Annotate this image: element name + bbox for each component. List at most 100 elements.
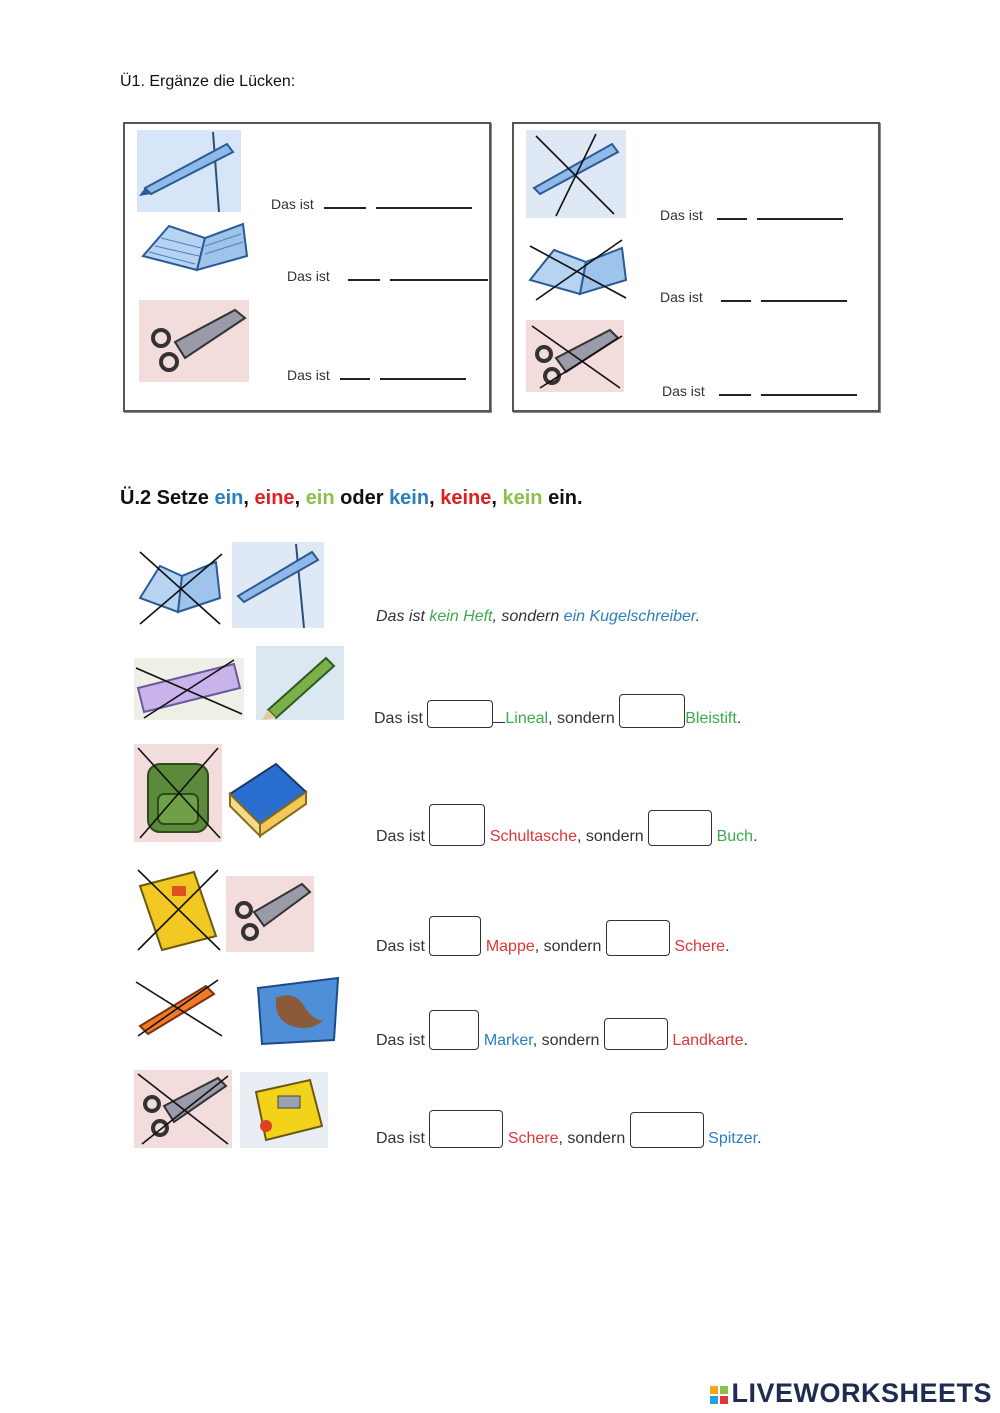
folder-crossed-image <box>137 869 221 952</box>
das-ist-text: Das ist <box>374 710 423 727</box>
answer-box[interactable] <box>603 1018 668 1050</box>
answer-blank[interactable] <box>323 193 366 209</box>
answer-box[interactable] <box>427 700 494 728</box>
scissors-image <box>226 876 314 952</box>
exercise-row-1: Das ist Lineal, sondern Bleistift. <box>374 694 741 728</box>
title-word-keine: keine <box>440 487 492 509</box>
das-ist-text: Das ist <box>376 938 425 955</box>
notebook-image <box>141 222 249 272</box>
answer-blank[interactable] <box>756 204 843 220</box>
exercise-row-5: Das ist Schere, sondern Spitzer. <box>376 1110 762 1148</box>
exercise-row-4: Das ist Marker, sondern Landkarte. <box>376 1010 748 1050</box>
sondern-text: , sondern <box>534 938 602 955</box>
exercise-row-3: Das ist Mappe, sondern Schere. <box>376 916 730 956</box>
title-suffix: ein. <box>548 487 583 509</box>
answer-blank[interactable] <box>716 204 747 220</box>
sharpener-image <box>240 1072 328 1148</box>
noun-lineal: Lineal <box>505 710 549 727</box>
scissors-image <box>139 300 249 382</box>
logo-text: LIVEWORKSHEETS <box>731 1378 992 1408</box>
sondern-text: , sondern <box>548 710 615 727</box>
answer-blank[interactable] <box>389 265 488 281</box>
example-ein-kugelschreiber: ein Kugelschreiber <box>563 608 696 625</box>
answer-blank[interactable] <box>720 286 751 302</box>
example-sondern: , sondern <box>492 608 560 625</box>
notebook-crossed-image <box>138 551 223 625</box>
das-ist-text: Das ist <box>271 196 314 212</box>
answer-blank[interactable] <box>339 364 370 380</box>
title-comma: , <box>429 487 435 509</box>
noun-schere: Schere <box>507 1130 559 1147</box>
answer-box[interactable] <box>619 694 686 728</box>
das-ist-label: Das ist <box>660 286 847 305</box>
book-image <box>228 762 308 839</box>
answer-box[interactable] <box>429 916 482 956</box>
answer-blank[interactable] <box>379 364 466 380</box>
das-ist-label: Das ist <box>287 364 466 383</box>
example-kein-heft: kein Heft <box>429 608 493 625</box>
das-ist-label: Das ist <box>660 204 843 223</box>
period: . <box>757 1130 762 1147</box>
marker-crossed-image <box>135 979 223 1037</box>
das-ist-text: Das ist <box>376 828 425 845</box>
answer-blank[interactable] <box>760 380 857 396</box>
noun-spitzer: Spitzer <box>708 1130 758 1147</box>
answer-underline <box>493 710 506 723</box>
das-ist-text: Das ist <box>287 268 330 284</box>
title-comma: , <box>491 487 497 509</box>
period: . <box>725 938 730 955</box>
noun-mappe: Mappe <box>485 938 535 955</box>
title-comma: , <box>243 487 249 509</box>
sondern-text: , sondern <box>532 1032 600 1049</box>
exercise-1-right-panel: Das ist Das ist Das ist <box>512 122 880 412</box>
das-ist-label: Das ist <box>271 193 472 212</box>
das-ist-text: Das ist <box>660 207 703 223</box>
das-ist-text: Das ist <box>287 367 330 383</box>
exercise-1-left-panel: Das ist Das ist Das ist <box>123 122 491 412</box>
title-oder: oder <box>340 487 384 509</box>
title-word-ein: ein <box>214 487 244 509</box>
pen-image <box>232 542 324 628</box>
title-prefix: Ü.2 Setze <box>120 487 209 509</box>
exercise-2-title: Ü.2 Setze ein, eine, ein oder kein, kein… <box>120 487 583 510</box>
answer-blank[interactable] <box>347 265 380 281</box>
logo-icon <box>709 1385 731 1405</box>
title-comma: , <box>294 487 301 509</box>
noun-marker: Marker <box>483 1032 533 1049</box>
answer-box[interactable] <box>429 804 486 846</box>
period: . <box>743 1032 748 1049</box>
pencil-image <box>256 646 344 720</box>
das-ist-text: Das ist <box>376 1130 425 1147</box>
ruler-crossed-image <box>134 658 244 720</box>
example-das-ist: Das ist <box>376 608 425 625</box>
map-image <box>256 976 340 1046</box>
liveworksheets-logo: LIVEWORKSHEETS <box>709 1378 992 1409</box>
answer-box[interactable] <box>629 1112 704 1148</box>
title-word-kein: kein <box>502 487 543 509</box>
answer-box[interactable] <box>648 810 713 846</box>
answer-blank[interactable] <box>375 193 472 209</box>
das-ist-text: Das ist <box>660 289 703 305</box>
noun-bleistift: Bleistift <box>685 710 737 727</box>
answer-box[interactable] <box>429 1110 504 1148</box>
period: . <box>736 710 742 727</box>
scissors-crossed-image <box>526 320 624 392</box>
answer-box[interactable] <box>605 920 670 956</box>
noun-schultasche: Schultasche <box>489 828 577 845</box>
school-bag-crossed-image <box>134 744 222 842</box>
noun-buch: Buch <box>716 828 754 845</box>
example-sentence: Das ist kein Heft, sondern ein Kugelschr… <box>376 608 700 626</box>
exercise-row-2: Das ist Schultasche, sondern Buch. <box>376 804 758 846</box>
das-ist-label: Das ist <box>287 265 488 284</box>
example-period: . <box>695 608 701 625</box>
answer-box[interactable] <box>429 1010 480 1050</box>
pen-crossed-image <box>526 130 626 218</box>
pen-image <box>137 130 241 212</box>
scissors-crossed-image <box>134 1070 232 1148</box>
das-ist-label: Das ist <box>662 380 857 399</box>
answer-blank[interactable] <box>718 380 751 396</box>
sondern-text: , sondern <box>576 828 644 845</box>
sondern-text: , sondern <box>558 1130 626 1147</box>
title-word-eine: eine <box>254 487 295 509</box>
answer-blank[interactable] <box>760 286 847 302</box>
